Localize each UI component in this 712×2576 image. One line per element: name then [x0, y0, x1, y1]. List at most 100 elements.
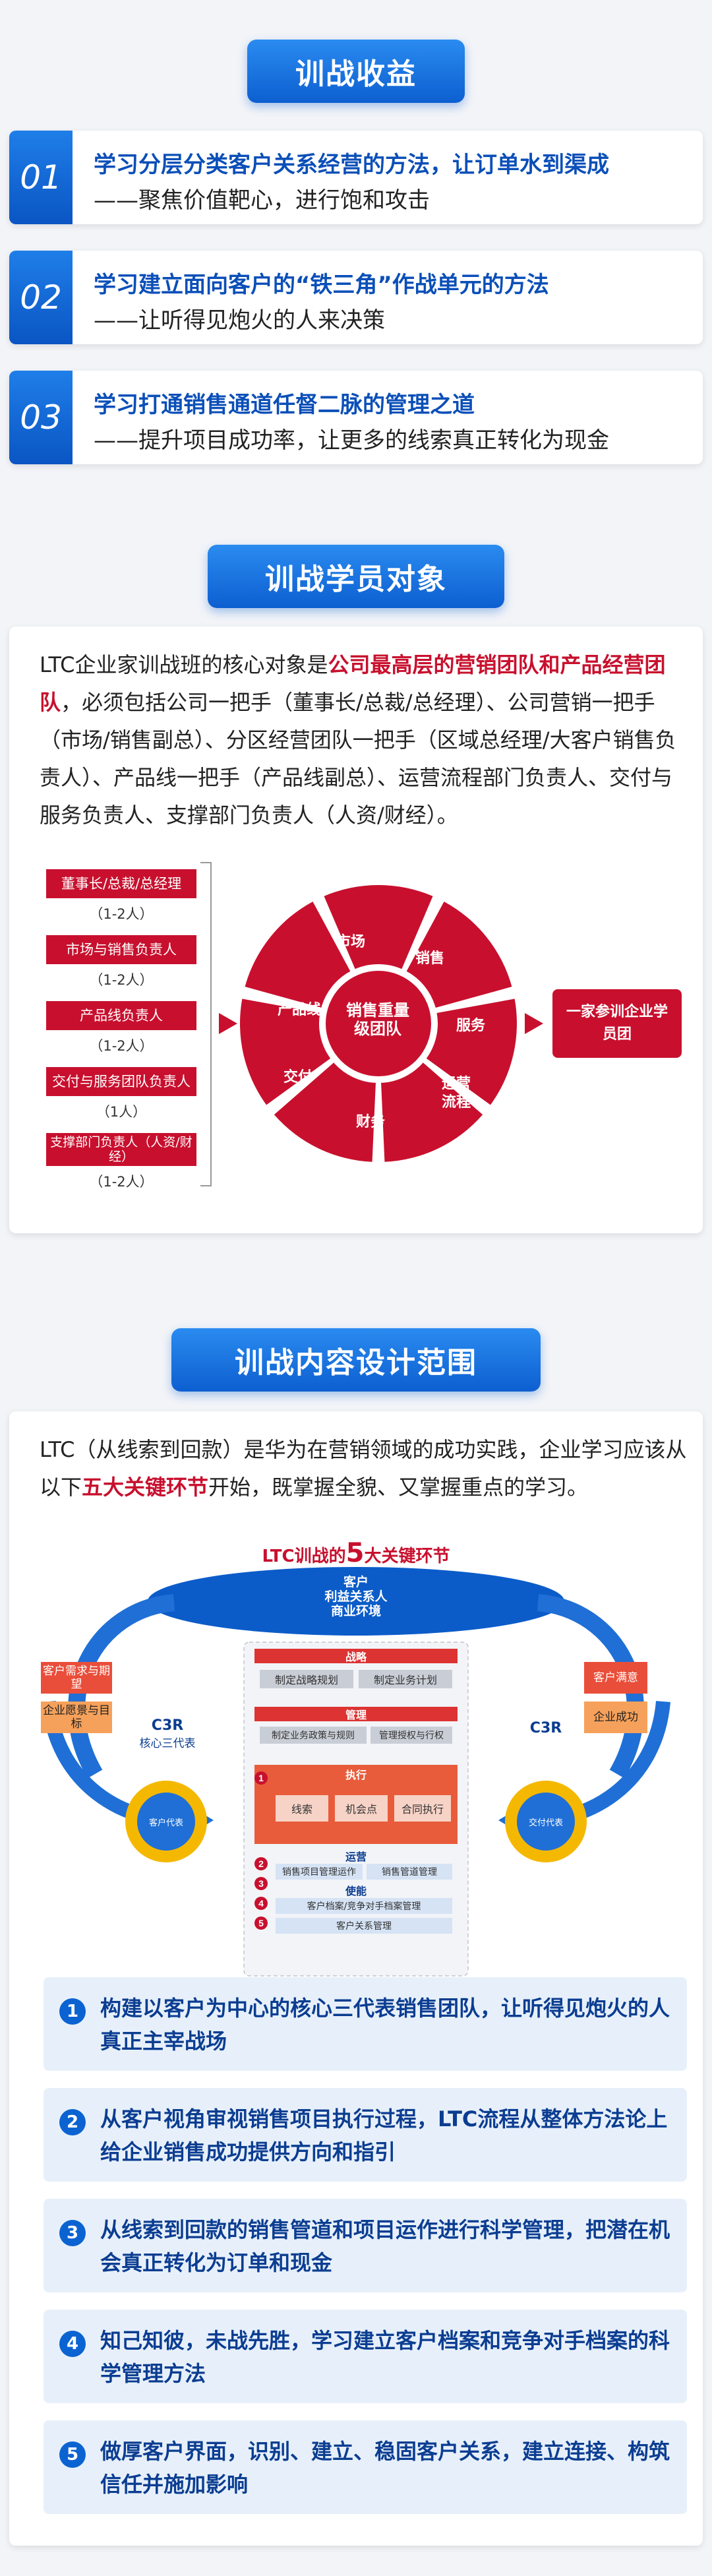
c3r-title: C3R	[151, 1717, 184, 1734]
point-number: 4	[59, 2331, 86, 2357]
key-point: 5 做厚客户界面，识别、建立、稳固客户关系，建立连接、构筑信任并施加影响	[44, 2420, 687, 2514]
wheel-segment	[381, 1062, 483, 1162]
role-count: （1-2人）	[89, 1174, 154, 1190]
para-text: ，必须包括公司一把手（董事长/总裁/总经理）、公司营销一把手（市场/销售副总）、…	[40, 690, 676, 828]
left-arc	[68, 1594, 175, 1779]
wheel-segment	[274, 1062, 376, 1162]
benefit-headline: 学习建立面向客户的“铁三角”作战单元的方法	[94, 272, 549, 298]
scope-paragraph: LTC（从线索到回款）是华为在营销领域的成功实践，企业学习应该从以下五大关键环节…	[40, 1431, 691, 1506]
benefit-number: 03	[9, 371, 73, 464]
strategy-item: 制定战略规划	[260, 1670, 353, 1688]
bracket-line	[200, 862, 212, 1186]
para-highlight: 五大关键环节	[82, 1475, 209, 1500]
point-text: 构建以客户为中心的核心三代表销售团队，让听得见炮火的人真正主宰战场	[100, 1996, 670, 2054]
point-text: 知己知彼，未战先胜，学习建立客户档案和竞争对手档案的科学管理方法	[100, 2328, 670, 2386]
role-box: 交付与服务团队负责人	[46, 1067, 196, 1096]
benefit-headline: 学习分层分类客户关系经营的方法，让订单水到渠成	[94, 152, 609, 178]
ops-item: 销售项目管理运作	[276, 1864, 363, 1880]
step-marker-label: 1	[258, 1773, 264, 1783]
role-box: 支撑部门负责人（人资/财经）	[46, 1133, 196, 1166]
exec-item: 机会点	[335, 1795, 388, 1822]
wheel-segment-label: 服务	[456, 1018, 485, 1034]
para-text: LTC（从线索到回款）是华为在营销领域的成功实践，企业学习应该从以下	[40, 1437, 687, 1500]
wheel-segment	[245, 902, 351, 1008]
ltc-diagram-title: LTC训战的5大关键环节	[9, 1538, 703, 1568]
step-marker-label: 2	[258, 1858, 264, 1869]
key-point: 3 从线索到回款的销售管道和项目运作进行科学管理，把潜在机会真正转化为订单和现金	[44, 2199, 687, 2292]
benefit-card: 02 学习建立面向客户的“铁三角”作战单元的方法 ——让听得见炮火的人来决策	[9, 251, 703, 344]
need-box: 客户需求与期望	[41, 1662, 112, 1694]
org-diagram	[200, 862, 682, 1186]
manage-bar	[254, 1707, 458, 1721]
role-count: （1-2人）	[89, 1038, 154, 1054]
wheel-segment	[426, 998, 517, 1105]
wheel-chart	[240, 885, 517, 1162]
benefit-number: 02	[9, 251, 73, 344]
step-marker-label: 3	[258, 1878, 264, 1889]
section-title-scope: 训战内容设计范围	[171, 1328, 541, 1392]
wheel-segment	[324, 885, 433, 969]
ops-header: 运营	[345, 1851, 367, 1863]
trainees-paragraph: LTC企业家训战班的核心对象是公司最高层的营销团队和产品经营团队，必须包括公司一…	[40, 646, 691, 834]
wheel-segment-label: 运营流程	[441, 1076, 471, 1111]
point-text: 从客户视角审视销售项目执行过程，LTC流程从整体方法论上给企业销售成功提供方向和…	[100, 2106, 668, 2164]
ellipse-line: 商业环境	[330, 1604, 381, 1618]
success-box: 企业成功	[584, 1702, 647, 1733]
para-text: 开始，既掌握全貌、又掌握重点的学习。	[208, 1475, 589, 1500]
trainees-card: LTC企业家训战班的核心对象是公司最高层的营销团队和产品经营团队，必须包括公司一…	[9, 627, 703, 1233]
key-point: 2 从客户视角审视销售项目执行过程，LTC流程从整体方法论上给企业销售成功提供方…	[44, 2088, 687, 2182]
arrow-right-icon	[525, 1013, 543, 1034]
point-number: 3	[59, 2220, 86, 2246]
point-text: 从线索到回款的销售管道和项目运作进行科学管理，把潜在机会真正转化为订单和现金	[100, 2217, 670, 2275]
wheel-segment-label: 销售	[415, 950, 444, 967]
c3r-right-label: C3R	[529, 1720, 562, 1736]
section-title-benefits: 训战收益	[247, 40, 465, 103]
enable-item: 客户关系管理	[276, 1918, 452, 1934]
scope-card: LTC（从线索到回款）是华为在营销领域的成功实践，企业学习应该从以下五大关键环节…	[9, 1411, 703, 2546]
role-box: 产品线负责人	[46, 1001, 196, 1030]
step-marker	[254, 1897, 268, 1910]
key-point: 4 知己知彼，未战先胜，学习建立客户档案和竞争对手档案的科学管理方法	[44, 2310, 687, 2403]
ellipse-text: 客户 利益关系人 商业环境	[290, 1575, 422, 1618]
step-marker	[254, 1917, 268, 1930]
benefit-card: 03 学习打通销售通道任督二脉的管理之道 ——提升项目成功率，让更多的线索真正转…	[9, 371, 703, 464]
benefit-subline: ——让听得见炮火的人来决策	[94, 307, 385, 334]
wheel-segment-label: 产品线	[277, 1002, 321, 1018]
point-number: 5	[59, 2441, 86, 2468]
c3r-subtitle: 核心三代表	[139, 1737, 196, 1750]
ellipse-line: 客户	[343, 1575, 369, 1589]
wheel-segment	[240, 998, 331, 1105]
step-marker	[254, 1857, 268, 1870]
para-highlight: 公司最高层的营销团队和产品经营团队	[40, 652, 666, 715]
para-text: LTC企业家训战班的核心对象是	[40, 652, 328, 677]
step-marker	[254, 1771, 268, 1785]
title-part: 大关键环节	[364, 1547, 450, 1566]
role-count: （1-2人）	[89, 906, 154, 922]
right-arc	[537, 1594, 644, 1779]
exec-item: 线索	[276, 1795, 328, 1822]
benefit-subline: ——聚焦价值靶心，进行饱和攻击	[94, 187, 430, 214]
manage-item: 制定业务政策与规则	[260, 1727, 367, 1744]
propeller-right-inner	[517, 1793, 575, 1851]
role-box: 市场与销售负责人	[46, 935, 196, 964]
enable-header: 使能	[345, 1885, 367, 1897]
propeller-left-inner	[137, 1793, 195, 1851]
strategy-bar	[254, 1649, 458, 1663]
ops-item: 销售管道管理	[367, 1864, 452, 1880]
ellipse-line: 利益关系人	[324, 1589, 388, 1604]
role-count: （1-2人）	[89, 972, 154, 988]
result-box	[552, 989, 682, 1058]
propeller-label: 交付代表	[528, 1818, 563, 1828]
result-label: 一家参训企业学员团	[566, 1004, 668, 1043]
step-marker	[254, 1877, 268, 1890]
role-count: （1人）	[96, 1104, 147, 1120]
title-number: 5	[345, 1538, 365, 1568]
benefit-headline: 学习打通销售通道任督二脉的管理之道	[94, 392, 475, 418]
wheel-center	[326, 971, 431, 1076]
wheel-segment-label: 市场	[336, 934, 365, 950]
strategy-item: 制定业务计划	[359, 1670, 452, 1688]
role-box: 董事长/总裁/总经理	[46, 869, 196, 898]
strategy-header: 战略	[345, 1651, 367, 1663]
title-part: LTC训战的	[262, 1547, 346, 1566]
